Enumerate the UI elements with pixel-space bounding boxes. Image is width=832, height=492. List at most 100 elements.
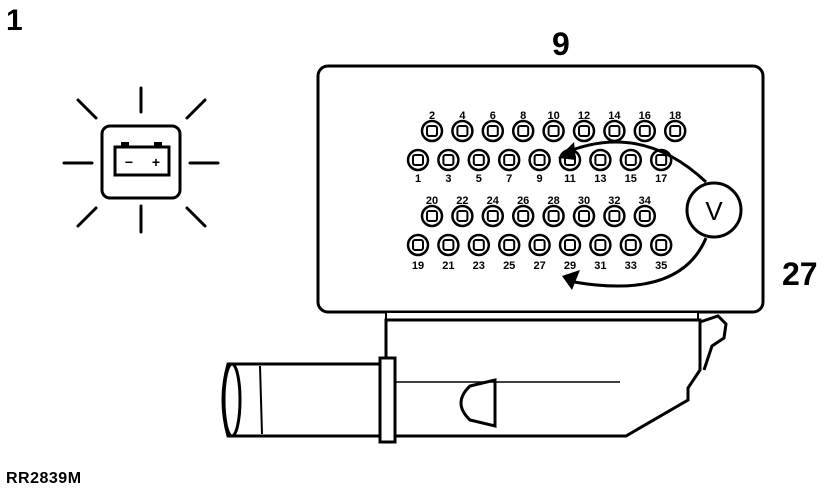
pin-number-label: 19 — [412, 260, 424, 272]
pin-number-label: 7 — [506, 173, 512, 185]
pin-cavity — [572, 119, 596, 143]
pin-cavity — [467, 233, 491, 257]
figure-reference: RR2839M — [6, 470, 82, 487]
pin-terminal — [547, 210, 560, 222]
pin-cavity — [420, 204, 444, 228]
step-number: 1 — [6, 4, 23, 37]
pin-terminal — [608, 210, 621, 222]
pin-cavity — [633, 119, 657, 143]
pin-terminal — [638, 125, 651, 137]
pin-cavity — [451, 119, 474, 143]
pin-number-label: 34 — [639, 195, 652, 207]
pin-terminal — [426, 210, 438, 222]
pin-cavity — [558, 233, 582, 257]
pin-number-label: 2 — [429, 110, 435, 122]
pin-cavity — [437, 148, 460, 172]
pin-terminal — [486, 210, 499, 222]
pin-terminal — [456, 125, 469, 137]
pin-terminal — [533, 239, 546, 251]
pin-number-label: 16 — [639, 110, 651, 122]
pin-callout-27: 27 — [782, 256, 818, 292]
pin-terminal — [412, 154, 424, 166]
pin-number-label: 33 — [625, 260, 637, 272]
pin-number-label: 11 — [564, 173, 576, 185]
pin-cavity — [649, 148, 673, 172]
pin-number-label: 17 — [655, 173, 667, 185]
pin-number-label: 13 — [594, 173, 606, 185]
pin-cavity — [528, 148, 551, 172]
pin-terminal — [442, 239, 455, 251]
pin-cavity — [649, 233, 673, 257]
pin-terminal — [624, 239, 637, 251]
lamp-rays — [62, 86, 220, 234]
pin-cavity — [663, 119, 687, 143]
pin-number-label: 28 — [547, 195, 559, 207]
cable-end — [222, 362, 242, 438]
pin-terminal — [456, 210, 469, 222]
pin-terminal — [517, 125, 530, 137]
pin-terminal — [503, 239, 516, 251]
pin-cavity — [497, 233, 521, 257]
pin-number-label: 31 — [594, 260, 606, 272]
pin-number-label: 23 — [473, 260, 485, 272]
pin-terminal — [638, 210, 651, 222]
plug-latch — [699, 314, 728, 371]
pin-terminal — [564, 239, 576, 251]
pin-number-label: 8 — [520, 110, 526, 122]
lead-pin9 — [561, 140, 708, 184]
pin-number-label: 32 — [608, 195, 620, 207]
pin-number-label: 9 — [537, 173, 543, 185]
pin-terminal — [442, 154, 455, 166]
pin-number-label: 10 — [547, 110, 559, 122]
battery-warning-icon: − + — [62, 86, 220, 234]
pin-cavity — [619, 148, 643, 172]
voltmeter-leads — [561, 140, 708, 288]
pin-number-label: 26 — [517, 195, 529, 207]
pin-terminal — [472, 154, 485, 166]
pin-number-label: 15 — [625, 173, 637, 185]
pin-terminal — [547, 125, 560, 137]
pin-terminal — [608, 125, 621, 137]
connector-icon — [221, 314, 728, 444]
battery-terminal-neg — [121, 142, 129, 148]
pin-terminal — [486, 125, 499, 137]
pin-cavity — [633, 204, 657, 228]
pin-cavity — [542, 119, 565, 143]
pin-cavity — [406, 148, 430, 172]
pin-terminal — [624, 154, 637, 166]
pin-number-label: 4 — [459, 110, 466, 122]
pin-terminal — [594, 239, 607, 251]
pin-terminal — [412, 239, 424, 251]
pin-terminal — [533, 154, 546, 166]
pin-number-label: 21 — [442, 260, 454, 272]
pin-terminal — [594, 154, 607, 166]
pin-cavity — [406, 233, 430, 257]
pin-number-label: 6 — [490, 110, 496, 122]
pin-cavity — [589, 233, 612, 257]
pin-number-label: 27 — [533, 260, 545, 272]
pin-terminal — [426, 125, 438, 137]
pin-terminal — [655, 239, 668, 251]
boot-ridge — [259, 365, 263, 435]
voltmeter-symbol: V — [705, 196, 723, 226]
pin-terminal — [669, 125, 682, 137]
pin-cavity — [603, 119, 626, 143]
pin-terminal — [578, 125, 590, 137]
pin-number-label: 29 — [564, 260, 576, 272]
pin-number-label: 35 — [655, 260, 667, 272]
pin-number-label: 20 — [426, 195, 438, 207]
plug-body — [384, 318, 702, 438]
voltmeter-icon: V — [685, 181, 743, 239]
pin-cavity — [420, 119, 444, 143]
pin-number-label: 3 — [445, 173, 451, 185]
pin-terminal — [517, 210, 530, 222]
lead-pin27 — [573, 237, 708, 288]
release-tab — [459, 378, 497, 428]
pin-number-label: 14 — [608, 110, 621, 122]
pin-cavity — [511, 204, 535, 228]
lead-pin27-arrowhead — [562, 270, 580, 290]
pin-terminal — [578, 210, 590, 222]
pin-cavity — [542, 204, 565, 228]
battery-plus-sign: + — [152, 154, 160, 170]
pin-number-label: 22 — [456, 195, 468, 207]
